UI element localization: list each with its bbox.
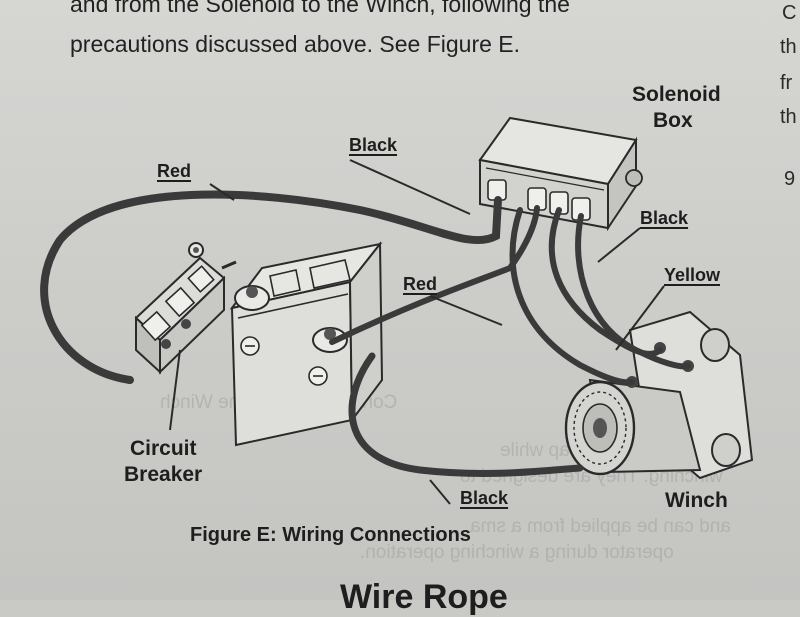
- battery: [229, 241, 384, 447]
- wiring-diagram: [40, 116, 754, 505]
- section-heading: Wire Rope: [340, 578, 508, 616]
- label-yellow: Yellow: [664, 265, 721, 285]
- winch: [564, 310, 754, 480]
- label-circuit-breaker-line-1: Circuit: [130, 437, 197, 460]
- winch-motor: [564, 380, 636, 476]
- label-solenoid-box: Solenoid Box: [632, 82, 721, 134]
- intro-line-2: precautions discussed above. See Figure …: [70, 31, 521, 57]
- paper-background: [0, 0, 800, 600]
- figure-caption: Figure E: Wiring Connections: [190, 524, 471, 546]
- yellow-cable-solenoid-to-winch: [575, 213, 691, 370]
- battery-cap: [308, 366, 328, 386]
- label-black-bottom: Black: [460, 488, 509, 508]
- battery-cap: [240, 336, 260, 356]
- circuit-breaker: [134, 242, 237, 375]
- label-red-middle: Red: [403, 274, 438, 294]
- label-solenoid-box-line-2: Box: [652, 109, 693, 132]
- red-cable-battery-to-solenoid: [329, 205, 540, 345]
- red-cable-breaker-to-solenoid: [40, 190, 502, 384]
- black-cable-solenoid-to-winch-lower: [509, 207, 635, 386]
- right-column-fragment: th: [780, 36, 797, 58]
- intro-line-1: and from the Solenoid to the Winch, foll…: [70, 0, 570, 17]
- right-column-fragment: 9: [784, 168, 796, 190]
- right-column-fragment: th: [780, 106, 797, 128]
- label-winch: Winch: [665, 489, 728, 512]
- label-black-top: Black: [349, 135, 398, 155]
- label-circuit-breaker: Circuit Breaker: [124, 436, 202, 488]
- solenoid-box: [478, 116, 643, 232]
- label-leader-lines: [169, 159, 665, 505]
- label-black-right: Black: [640, 208, 689, 228]
- battery-terminal-negative: [234, 285, 270, 311]
- label-solenoid-box-line-1: Solenoid: [632, 83, 721, 106]
- label-circuit-breaker-line-2: Breaker: [124, 463, 203, 486]
- label-red-top: Red: [157, 161, 192, 181]
- right-column-fragment: fr: [780, 72, 793, 94]
- black-cable-battery-to-winch: [348, 352, 584, 477]
- right-column-fragment: C: [782, 2, 797, 24]
